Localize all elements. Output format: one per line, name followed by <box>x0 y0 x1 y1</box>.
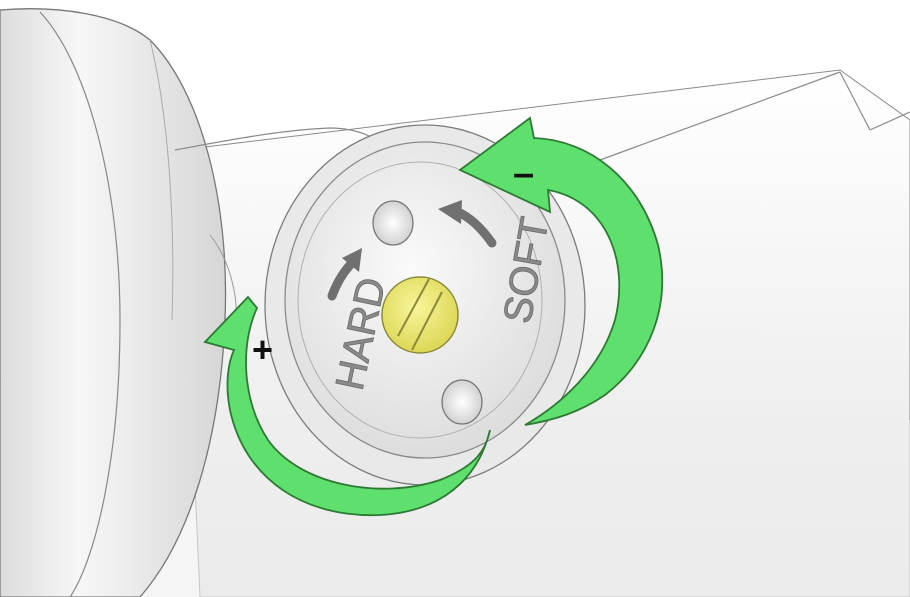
direction-arrow-hard-icon <box>327 248 362 301</box>
plus-label: + <box>252 329 273 370</box>
top-hole <box>372 200 414 246</box>
minus-label: – <box>513 153 534 195</box>
adjustment-screw <box>381 276 459 354</box>
direction-arrow-soft-icon <box>438 200 497 248</box>
decrease-arrow-icon: – <box>458 116 664 426</box>
bottom-hole <box>441 379 483 425</box>
increase-arrow-icon: + <box>203 295 491 516</box>
